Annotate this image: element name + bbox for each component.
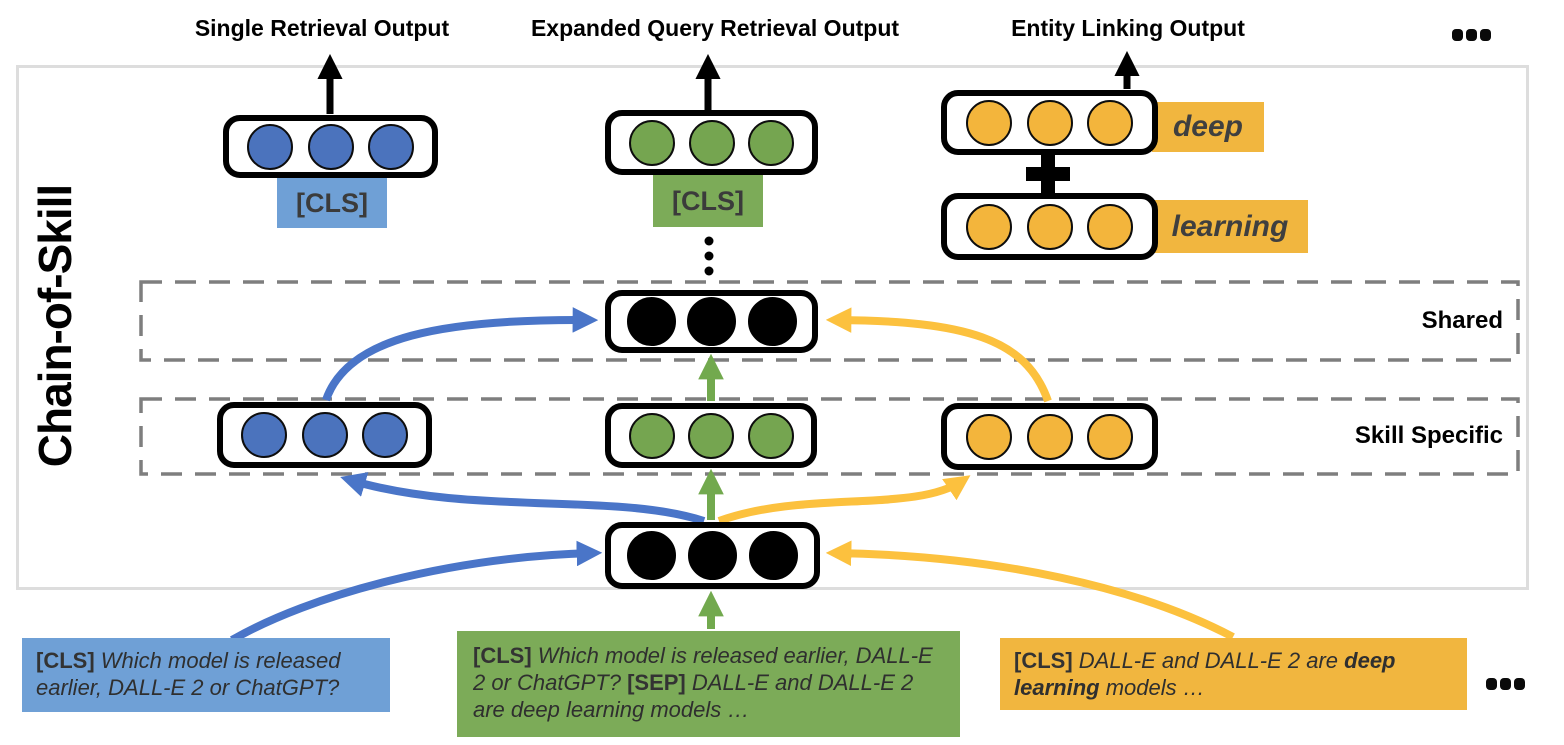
input-text: DALL-E and DALL-E 2 are: [1072, 648, 1345, 673]
dot-icon: [1500, 678, 1511, 690]
embedding-circle: [749, 531, 798, 580]
embedding-box-deep: [941, 90, 1158, 155]
input-box-expanded-query: [CLS] Which model is released earlier, D…: [457, 631, 960, 737]
learning-tag: learning: [1152, 200, 1308, 253]
output-label-single-retrieval: Single Retrieval Output: [194, 15, 450, 41]
embedding-box-skill-green: [605, 403, 817, 468]
embedding-circle: [688, 531, 737, 580]
embedding-circle: [1026, 99, 1073, 146]
embedding-box-expanded-cls: [605, 110, 818, 175]
input-box-single-retrieval: [CLS] Which model is released earlier, D…: [22, 638, 390, 712]
embedding-circle: [1087, 413, 1134, 460]
output-label-expanded-query: Expanded Query Retrieval Output: [530, 15, 900, 41]
embedding-circle: [748, 119, 795, 166]
cls-token: [CLS]: [36, 648, 95, 673]
dot-icon: [1480, 29, 1491, 41]
embedding-box-single-cls: [223, 115, 438, 178]
cls-token: [CLS]: [1014, 648, 1073, 673]
embedding-circle: [1026, 413, 1073, 460]
embedding-circle: [747, 297, 797, 346]
embedding-box-skill-blue: [217, 402, 432, 468]
embedding-circle: [747, 412, 794, 459]
embedding-circle: [687, 297, 736, 346]
deep-tag: deep: [1152, 102, 1264, 152]
cls-tag-expanded: [CLS]: [653, 175, 763, 227]
entity-mention-text: deep learning: [1014, 648, 1396, 700]
cls-tag-single: [CLS]: [277, 178, 387, 228]
embedding-circle: [247, 123, 294, 170]
more-inputs-ellipsis-icon: [1486, 678, 1525, 690]
cls-token: [CLS]: [473, 643, 532, 668]
embedding-circle: [307, 123, 354, 170]
embedding-circle: [688, 119, 735, 166]
embedding-circle: [241, 412, 288, 458]
embedding-circle: [367, 123, 414, 170]
embedding-circle: [1087, 99, 1134, 146]
shared-label: Shared: [1421, 307, 1503, 334]
embedding-circle: [965, 203, 1012, 250]
embedding-box-learning: [941, 193, 1158, 260]
embedding-circle: [1026, 203, 1073, 250]
chain-of-skill-title: Chain-of-Skill: [29, 184, 81, 468]
more-skills-ellipsis-icon: [1452, 29, 1491, 41]
question-text: Which model is released earlier, DALL-E …: [473, 643, 933, 695]
dot-icon: [1514, 678, 1525, 690]
embedding-circle: [301, 412, 348, 458]
sep-token: [SEP]: [627, 669, 686, 695]
embedding-circle: [361, 412, 408, 458]
skill-specific-label: Skill Specific: [1354, 422, 1503, 449]
embedding-circle: [965, 99, 1012, 146]
embedding-circle: [965, 413, 1012, 460]
input-text: models …: [1099, 674, 1205, 700]
dot-icon: [1466, 29, 1477, 41]
embedding-circle: [1087, 203, 1134, 250]
input-box-entity-linking: [CLS] DALL-E and DALL-E 2 are deep learn…: [1000, 638, 1467, 710]
embedding-circle: [688, 412, 734, 459]
embedding-circle: [627, 531, 676, 580]
dot-icon: [1486, 678, 1497, 690]
embedding-circle: [628, 412, 675, 459]
output-label-entity-linking: Entity Linking Output: [1011, 15, 1245, 41]
embedding-box-input-encoder: [605, 522, 820, 589]
input-text: Which model is released earlier, DALL-E …: [36, 648, 341, 700]
embedding-box-shared-layer: [605, 290, 818, 353]
embedding-circle: [626, 297, 676, 346]
passage-text: DALL-E and DALL-E 2 are deep learning mo…: [473, 669, 914, 722]
dot-icon: [1452, 29, 1463, 41]
embedding-box-skill-yellow: [941, 403, 1158, 470]
embedding-circle: [628, 119, 675, 166]
